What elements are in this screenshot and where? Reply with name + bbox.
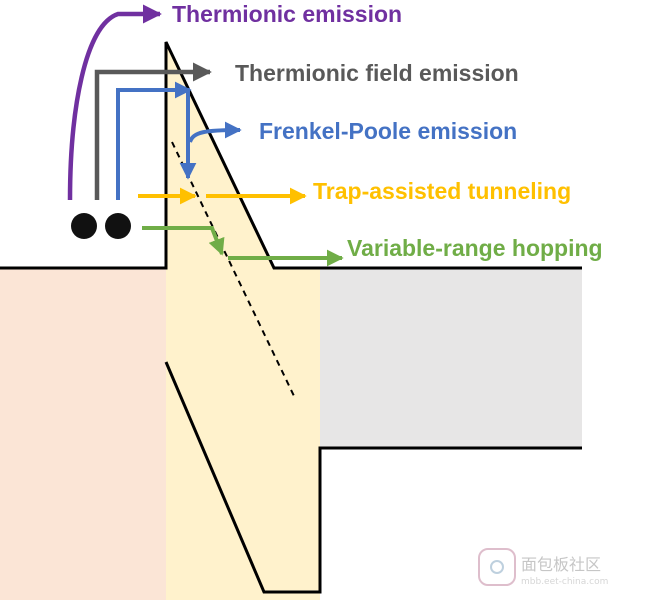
label-frenkel-poole-emission: Frenkel-Poole emission xyxy=(259,118,517,144)
watermark-logo-dot xyxy=(490,560,504,574)
right-electrode-region xyxy=(320,268,582,448)
variable-range-hopping-arrow-part1 xyxy=(142,226,225,256)
conduction-band-edge xyxy=(0,41,582,270)
valence-band-edge xyxy=(164,361,582,594)
frenkel-poole-arrow-part1 xyxy=(116,81,192,200)
electron-right xyxy=(105,213,131,239)
label-variable-range-hopping: Variable-range hopping xyxy=(347,235,603,261)
thermionic-emission-arrow xyxy=(67,4,162,201)
frenkel-poole-arrow-part3 xyxy=(188,121,242,143)
insulator-region xyxy=(166,42,320,600)
trap-level-line xyxy=(171,141,295,397)
watermark-url: mbb.eet-china.com xyxy=(521,577,608,587)
label-thermionic-field-emission: Thermionic field emission xyxy=(235,60,519,86)
label-thermionic-emission: Thermionic emission xyxy=(172,1,402,27)
label-trap-assisted-tunneling: Trap-assisted tunneling xyxy=(313,178,571,204)
watermark-logo-icon xyxy=(478,548,516,586)
watermark-text: 面包板社区 xyxy=(521,555,601,574)
watermark: 面包板社区 mbb.eet-china.com xyxy=(478,548,608,587)
thermionic-field-emission-arrow xyxy=(94,62,212,200)
electron-left xyxy=(71,213,97,239)
left-electrode-region xyxy=(0,268,166,600)
